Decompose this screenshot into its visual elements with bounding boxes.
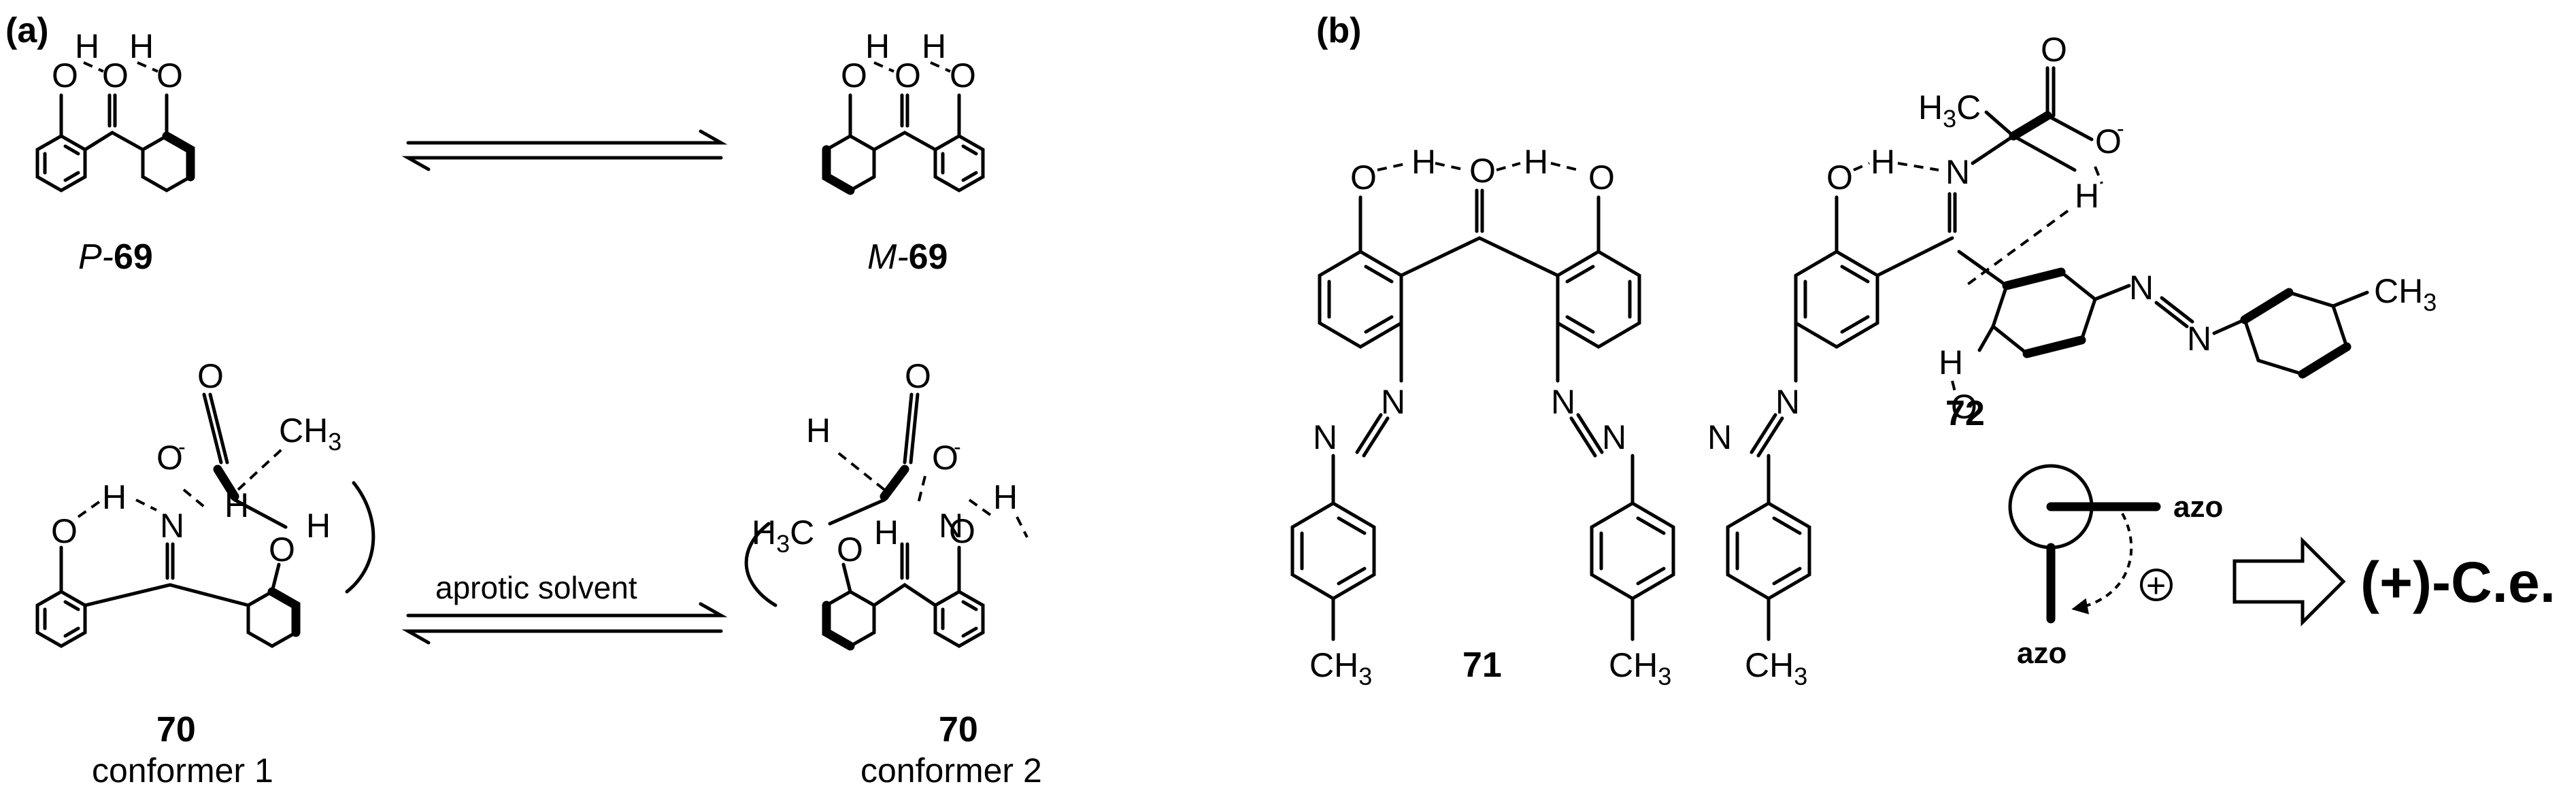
hollow-arrow — [2232, 536, 2346, 627]
hydrogen-atom: H — [865, 27, 890, 65]
conformer-1-caption: conformer 1 — [92, 752, 273, 790]
methyl-group: H3C — [752, 513, 814, 558]
oxygen-atom: O — [102, 56, 129, 95]
hydrogen-atom: H — [1411, 143, 1436, 181]
azo-label-rear: azo — [2017, 637, 2067, 670]
nitrogen-atom: N — [1551, 383, 1575, 421]
structure-p69: O O O H H P-69 — [35, 27, 195, 277]
compound-label-p69: P-69 — [78, 237, 153, 277]
panel-label-b: (b) — [1316, 11, 1361, 50]
nitrogen-atom: N — [2187, 320, 2211, 358]
oxygen-atom: O — [52, 56, 78, 95]
nitrogen-atom: N — [1602, 418, 1626, 456]
oxygen-atom: O — [1588, 158, 1615, 197]
hydrogen-atom: H — [1524, 143, 1548, 181]
oxygen-atom: O — [841, 56, 867, 95]
nitrogen-atom: N — [1775, 383, 1800, 421]
oxygen-atom: O — [197, 357, 224, 395]
oxygen-atom: O — [156, 439, 183, 477]
oxygen-atom: O — [51, 512, 78, 550]
oxygen-atom: O — [894, 56, 921, 95]
methyl-group: CH3 — [279, 411, 341, 456]
compound-label-70: 70 — [939, 710, 978, 749]
oxygen-atom: O — [837, 530, 863, 569]
compound-label-m69: M-69 — [867, 237, 948, 277]
structure-70-conformer-1: O N O H H H O O - CH3 70 conformer 1 — [35, 357, 375, 790]
newman-projection: azo azo + — [2008, 464, 2223, 670]
aprotic-solvent-label: aprotic solvent — [435, 570, 637, 605]
methyl-group: CH3 — [2374, 272, 2437, 316]
structure-71: O O O H H N N CH3 N N CH3 71 — [1290, 143, 1675, 690]
oxygen-atom: O — [1350, 158, 1377, 197]
nitrogen-atom: N — [160, 507, 184, 545]
nitrogen-atom: N — [1707, 418, 1732, 456]
nitrogen-atom: N — [939, 507, 963, 545]
oxygen-atom: O — [905, 357, 931, 395]
oxygen-atom: O — [269, 530, 295, 569]
equilibrium-arrow-bottom: aprotic solvent — [401, 570, 728, 645]
conformer-2-caption: conformer 2 — [860, 752, 1042, 790]
hydrogen-atom: H — [129, 27, 154, 65]
structure-m69: O O O H H M-69 — [822, 27, 985, 277]
structure-72: O H N H3C O O - H H O N N CH3 — [1707, 31, 2437, 690]
hydrogen-atom: H — [224, 486, 249, 524]
nitrogen-atom: N — [1381, 383, 1405, 421]
oxygen-atom: O — [1951, 388, 1977, 426]
nitrogen-atom: N — [1945, 153, 1970, 191]
panel-label-a: (a) — [5, 11, 49, 50]
hydrogen-atom: H — [75, 27, 99, 65]
oxygen-atom: O — [1469, 152, 1496, 190]
equilibrium-arrow-top — [401, 129, 728, 171]
compound-label-71: 71 — [1462, 645, 1502, 685]
compound-label-72: 72 — [1945, 394, 1985, 433]
hydrogen-atom: H — [2075, 177, 2099, 215]
methyl-group: CH3 — [1745, 646, 1807, 690]
oxygen-atom: O — [1826, 158, 1853, 197]
oxygen-atom: O — [949, 512, 975, 550]
hydrogen-atom: H — [1871, 143, 1895, 181]
charge-minus: - — [954, 435, 961, 459]
charge-minus: - — [178, 435, 186, 459]
hydrogen-atom: H — [922, 27, 946, 65]
oxygen-atom: O — [950, 56, 976, 95]
oxygen-atom: O — [2041, 31, 2067, 69]
nitrogen-atom: N — [1313, 418, 1337, 456]
oxygen-atom: O — [156, 56, 183, 95]
compound-label-70: 70 — [156, 710, 196, 749]
nitrogen-atom: N — [2129, 269, 2154, 307]
hydrogen-atom: H — [1939, 343, 1963, 382]
structure-70-conformer-2: O O - H H3C H N H O O 70 conformer 2 — [744, 357, 1042, 790]
methyl-group: CH3 — [1609, 646, 1671, 690]
hydrogen-atom: H — [993, 478, 1018, 516]
cotton-effect-label: (+)-C.e. — [2360, 550, 2556, 614]
charge-minus: - — [2117, 116, 2124, 141]
hydrogen-atom: H — [806, 411, 831, 450]
hydrogen-atom: H — [874, 513, 899, 552]
plus-charge: + — [2146, 567, 2166, 605]
azo-label-front: azo — [2173, 490, 2223, 524]
methyl-group: CH3 — [1309, 646, 1372, 690]
methyl-group: H3C — [1918, 88, 1981, 133]
hydrogen-atom: H — [306, 507, 331, 545]
hydrogen-atom: H — [102, 478, 127, 516]
oxygen-atom: O — [932, 439, 958, 477]
oxygen-atom: O — [2095, 122, 2122, 161]
